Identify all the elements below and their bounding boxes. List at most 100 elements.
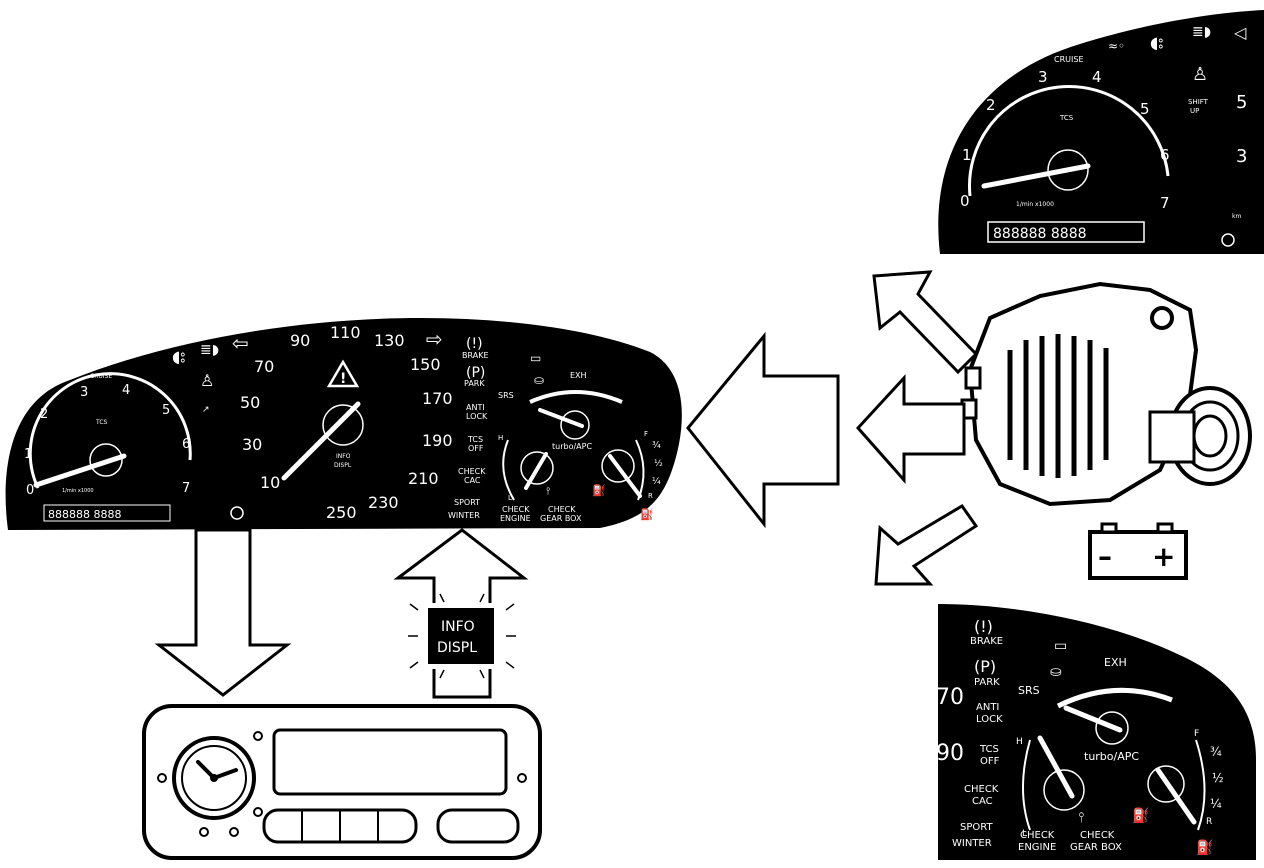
tach-number-5: 5 [162, 403, 170, 418]
warning-brake-label: BRAKE [462, 351, 489, 360]
button-dot-2 [229, 827, 239, 837]
tach-number-6: 6 [182, 437, 190, 452]
info-displ-line1: INFO [441, 619, 475, 635]
top-km-label: km [1232, 213, 1241, 220]
speed-170: 170 [422, 389, 453, 408]
tach-number-1: 1 [24, 447, 32, 462]
brake-icon: (!) [466, 336, 483, 352]
top-shift-up-label-1: SHIFT [1188, 98, 1209, 106]
top-tach-6: 6 [1160, 146, 1170, 164]
shift-up-icon: ↗ [202, 405, 210, 415]
warning-sport-label: SPORT [454, 498, 480, 507]
tach-cruise-label: CRUISE [90, 373, 112, 380]
speed-90: 90 [290, 331, 310, 350]
top-unit-label: 1/min x1000 [1016, 201, 1054, 208]
tach-number-2: 2 [40, 407, 48, 422]
bottom-turbo-hub [1095, 711, 1129, 745]
speed-250: 250 [326, 503, 357, 522]
bottom-check-engine-2: ENGINE [1018, 842, 1056, 853]
top-odometer [987, 221, 1145, 243]
bottom-temp-hub [1043, 769, 1085, 811]
trip-reset-knob [230, 506, 244, 520]
temp-h-label: H [498, 434, 503, 442]
tach-tcs-label: TCS [95, 419, 108, 426]
screw-top [253, 731, 263, 741]
alternator-vents [1007, 334, 1109, 478]
top-reset-knob [1221, 233, 1235, 247]
park-icon: (P) [466, 365, 485, 381]
headlight-icon: ≣◗ [200, 342, 219, 358]
button-dot-1 [199, 827, 209, 837]
top-cruise-label: CRUISE [1054, 55, 1084, 64]
fuel-pump-icon-2: ⛽ [640, 508, 654, 521]
warning-lock-label: LOCK [466, 412, 488, 421]
bottom-check-gearbox-2: GEAR BOX [1070, 842, 1122, 853]
oil-warning-icon: ⛀ [534, 373, 544, 387]
main-warning-column: (!) BRAKE (P) PARK ANTI LOCK TCS OFF CHE… [448, 336, 489, 520]
warning-check-cac-label-2: CAC [464, 476, 481, 485]
bottom-lock-label: LOCK [976, 714, 1003, 725]
speed-130: 130 [374, 331, 405, 350]
temp-arc [502, 439, 515, 501]
tach-hub [89, 443, 123, 477]
bottom-check-label: CHECK [964, 784, 999, 795]
info-displ-button-face [428, 608, 494, 664]
left-turn-arrow-icon: ⇦ [232, 331, 249, 355]
speedo-info-label-1: INFO [336, 453, 351, 460]
main-tachometer: 0 1 2 3 4 5 6 7 CRUISE TCS 1/min x1000 [24, 372, 192, 498]
bottom-edge-90: 90 [936, 741, 964, 766]
speed-10: 10 [260, 473, 280, 492]
main-aux-gauges: ▭ ⛀ EXH SRS turbo/APC H L ⫯ F ¾ ½ ¼ R ⛽ … [498, 351, 663, 523]
bottom-temp-l: L [1022, 829, 1027, 839]
warning-check-cac-label-1: CHECK [458, 467, 486, 476]
top-tach-needle [981, 163, 1091, 189]
fuel-pump-icon: ⛽ [592, 484, 606, 497]
speed-150: 150 [410, 355, 441, 374]
turbo-arc [529, 390, 623, 404]
temp-needle [524, 452, 548, 490]
bottom-brake-icon: (!) [974, 617, 993, 636]
fog-light-icon: ◖⦂ [172, 347, 185, 366]
tach-needle [33, 453, 127, 488]
turbo-hub [560, 410, 590, 440]
seatbelt-icon: ♙ [200, 371, 214, 390]
warning-park-label: PARK [464, 379, 485, 388]
alternator [960, 281, 1252, 507]
top-edge-5: 5 [1236, 92, 1247, 113]
top-tach-0: 0 [960, 192, 970, 210]
bottom-fuel-pump-icon-2: ⛽ [1196, 839, 1213, 856]
top-tach-hub [1047, 149, 1089, 191]
top-headlight-icon: ≣◗ [1192, 24, 1211, 40]
exh-label: EXH [570, 371, 587, 380]
charging-arrow-down-left [874, 503, 979, 586]
bottom-check-gearbox-1: CHECK [1080, 830, 1115, 841]
speed-190: 190 [422, 431, 453, 450]
bottom-fuel-r: R [1206, 817, 1212, 827]
top-tach-1: 1 [962, 146, 972, 164]
speed-110: 110 [330, 323, 361, 342]
bottom-check-engine-1: CHECK [1020, 830, 1055, 841]
warning-off-label: OFF [468, 444, 484, 453]
main-instrument-cluster: 0 1 2 3 4 5 6 7 CRUISE TCS 1/min x1000 8… [5, 318, 682, 530]
bottom-cac-label: CAC [972, 796, 993, 807]
tach-unit-label: 1/min x1000 [62, 488, 94, 494]
bottom-srs-label: SRS [1018, 684, 1040, 697]
bottom-turbo-arc [1056, 687, 1173, 709]
top-turn-arrow-icon: ◁ [1233, 23, 1247, 42]
right-turn-arrow-icon: ⇨ [426, 327, 443, 351]
top-edge-3: 3 [1236, 146, 1247, 167]
screw-left [157, 773, 167, 783]
fuel-quarter: ¼ [652, 477, 661, 487]
check-gearbox-label-2: GEAR BOX [540, 514, 582, 523]
coolant-icon: ⫯ [545, 486, 550, 497]
top-tach-2: 2 [986, 96, 996, 114]
bottom-fuel-hub [1147, 765, 1185, 803]
battery-minus: – [1098, 540, 1112, 573]
speed-230: 230 [368, 493, 399, 512]
main-speedometer: 10 30 50 70 90 110 130 150 170 190 210 2… [240, 323, 453, 522]
battery-warning-icon: ▭ [530, 351, 541, 365]
top-fog-icon: ◖⦂ [1150, 33, 1163, 52]
bottom-coolant-icon: ⫯ [1078, 810, 1084, 826]
warning-exclamation: ! [340, 371, 346, 387]
tach-number-0: 0 [26, 483, 34, 498]
